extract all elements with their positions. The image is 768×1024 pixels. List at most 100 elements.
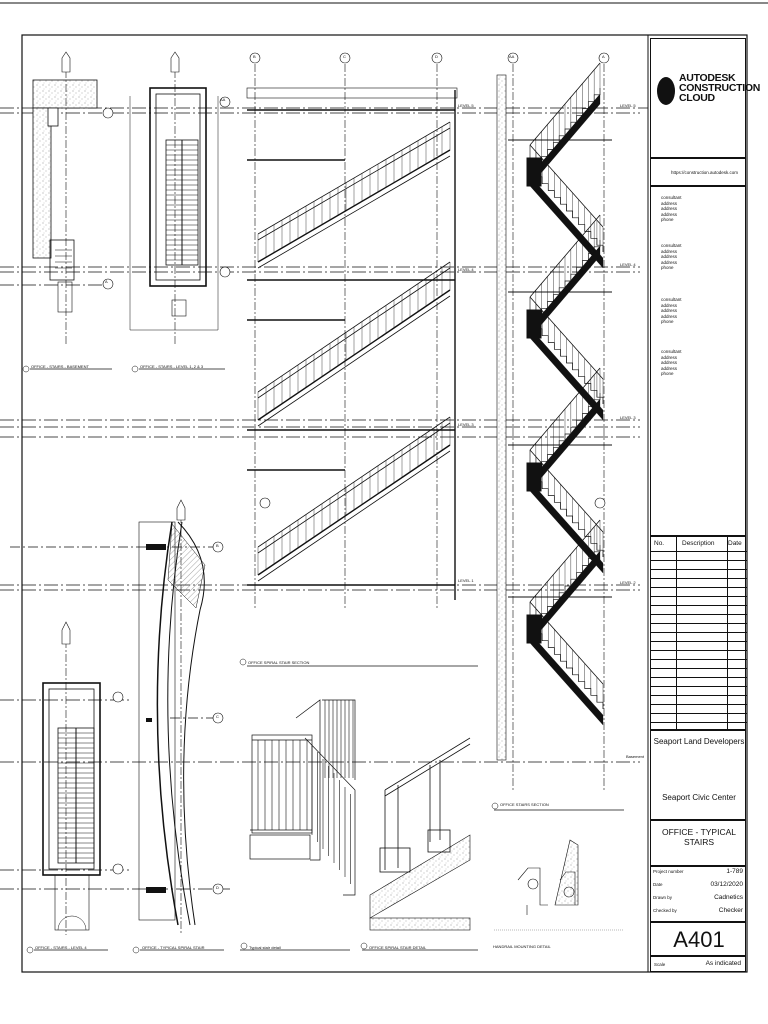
revision-row	[651, 551, 747, 552]
view-office-stairs-section	[491, 52, 624, 811]
view-title-handrail-detail: HANDRAIL MOUNTING DETAIL	[493, 944, 551, 949]
grid-bubble-label-a-2: A	[602, 54, 605, 59]
revision-row	[651, 713, 747, 714]
fields-box	[650, 866, 746, 922]
rev-header-date: Date	[728, 540, 742, 547]
view-title-spiral-section: OFFICE SPIRAL STAIR SECTION	[248, 660, 310, 665]
revision-row	[651, 722, 747, 723]
revision-row	[651, 695, 747, 696]
revision-row	[651, 596, 747, 597]
sheet-title-box: OFFICE - TYPICAL STAIRS	[650, 820, 746, 866]
landing	[526, 157, 542, 187]
revision-row	[651, 560, 747, 561]
revision-row	[651, 641, 747, 642]
revision-row	[651, 677, 747, 678]
landing	[526, 462, 542, 492]
rev-header-description: Description	[682, 540, 715, 547]
revision-table	[650, 536, 747, 730]
view-spiral-stair-plan	[132, 499, 224, 954]
handrail	[529, 296, 604, 380]
handrail	[529, 519, 601, 603]
revision-col-divider	[727, 537, 728, 729]
revision-row	[651, 659, 747, 660]
consultant-line: address	[661, 365, 678, 371]
grid-bubble-label-d-2: D	[216, 885, 219, 890]
grid-bubble-label-aa-2: AA	[509, 54, 515, 59]
consultant-line: consultant	[661, 243, 682, 248]
grid-bubble-label-b: B	[253, 54, 256, 59]
view-level-123-plan	[129, 51, 231, 373]
level-label-9: LEVEL 1	[458, 578, 474, 583]
level-label-5: Basement	[626, 754, 645, 759]
grid-bubble-label-a: A	[105, 279, 108, 284]
consultant-line: address	[661, 211, 678, 217]
level-label-2: LEVEL 4	[620, 262, 636, 267]
view-title-spiral-detail: OFFICE SPIRAL STAIR DETAIL	[369, 945, 427, 950]
level-label-4: LEVEL 2	[620, 580, 636, 585]
revision-row	[651, 686, 747, 687]
rev-header-no: No.	[654, 540, 665, 547]
consultant-line: phone	[661, 217, 674, 222]
consultant-line: address	[661, 254, 678, 259]
level-label-6: LEVEL 5	[458, 103, 474, 108]
stair-soffit	[257, 295, 451, 427]
view-spiral-stair-section	[239, 52, 478, 667]
consultant-line: address	[661, 200, 678, 206]
consultant-line: address	[661, 308, 678, 313]
consultant-line: consultant	[661, 297, 682, 302]
consultant-line: consultant	[661, 349, 682, 354]
consultant-line: phone	[661, 265, 674, 270]
revision-row	[651, 650, 747, 651]
project-box: Seaport Land Developers Seaport Civic Ce…	[650, 730, 746, 820]
view-title-spiral-plan: OFFICE - TYPICAL SPIRAL STAIR	[142, 945, 205, 950]
handrail	[529, 62, 601, 146]
sheet-number: A401	[673, 927, 725, 952]
consultant-line: phone	[661, 319, 674, 324]
handrail	[529, 367, 601, 451]
landing	[526, 309, 542, 339]
title-block: AUTODESK CONSTRUCTION CLOUD https://cons…	[650, 36, 760, 972]
grid-bubble-label-c: C	[343, 54, 346, 59]
consultant-line: address	[661, 313, 678, 319]
logo-box: AUTODESK CONSTRUCTION CLOUD	[650, 38, 760, 158]
revision-row	[651, 578, 747, 579]
handrail	[529, 144, 604, 228]
sheet-title: OFFICE - TYPICAL STAIRS	[662, 827, 736, 847]
grid-bubble-label-b-2: B	[216, 543, 219, 548]
revision-col-divider	[676, 537, 677, 729]
autodesk-logo-icon	[657, 77, 675, 105]
consultant-line: phone	[661, 371, 674, 376]
revision-row	[651, 668, 747, 669]
consultant-line: address	[661, 206, 678, 211]
scale-box: Scale As indicated	[650, 956, 746, 972]
landing	[526, 614, 542, 644]
consultant-line: consultant	[661, 195, 682, 200]
brand-name: AUTODESK CONSTRUCTION CLOUD	[679, 72, 760, 104]
sheet-border	[21, 34, 748, 973]
grid-bubble-label-c-2: C	[216, 714, 219, 719]
handrail	[529, 214, 601, 298]
view-title-typical-detail: Typical stair detail	[249, 945, 281, 950]
level-label-1: LEVEL 5	[620, 103, 636, 108]
consultant-line: address	[661, 259, 678, 265]
consultant-line: address	[661, 302, 678, 308]
view-title-basement: OFFICE - STAIRS - BASEMENT	[31, 364, 89, 369]
view-typical-stair-detail	[240, 699, 356, 951]
view-basement-plan	[22, 51, 114, 373]
revision-row	[651, 587, 747, 588]
company-url: https://construction.autodesk.com	[671, 170, 739, 175]
consultant-line: address	[661, 248, 678, 254]
revision-row	[651, 704, 747, 705]
view-title-stairs-section: OFFICE STAIRS SECTION	[500, 802, 549, 807]
scale-value: As indicated	[705, 960, 741, 967]
view-level-4-plan	[26, 621, 124, 954]
grid-bubble-label-d: D	[435, 54, 438, 59]
revision-row	[651, 632, 747, 633]
revision-row	[651, 605, 747, 606]
